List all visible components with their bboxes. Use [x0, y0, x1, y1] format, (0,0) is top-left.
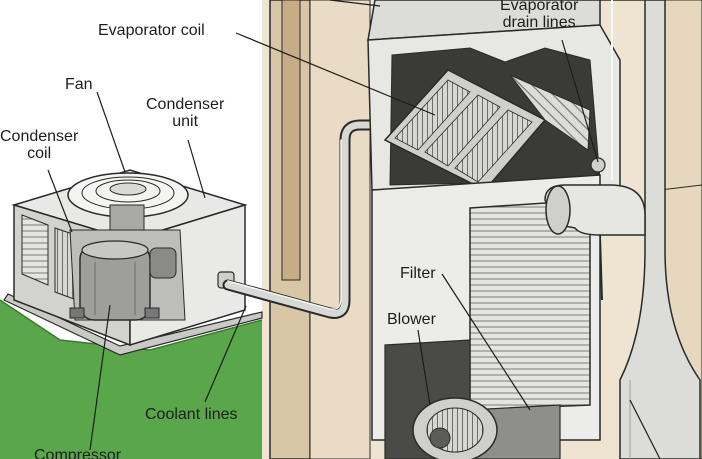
leader-top: [329, 0, 381, 7]
leader-lines: [47, 0, 661, 459]
leader-blower: [417, 329, 431, 406]
label-condenser-coil: Condenser coil: [0, 128, 79, 162]
label-evaporator-drain-lines: Evaporator drain lines: [500, 0, 579, 31]
leader-duct: [629, 399, 661, 459]
leader-coolant-lines: [204, 305, 247, 403]
duct-pipe: [544, 0, 701, 459]
leader-fan: [96, 91, 126, 173]
label-evaporator-coil: Evaporator coil: [98, 22, 205, 39]
leader-filter: [441, 273, 531, 411]
label-compressor: Compressor: [34, 447, 122, 459]
condenser-unit-drawing: [11, 169, 248, 347]
leader-drain-lines: [561, 39, 599, 163]
label-condenser-unit: Condenser unit: [146, 96, 225, 130]
leader-compressor: [89, 304, 111, 451]
filter-panel: [469, 199, 591, 411]
leader-condenser-coil: [47, 169, 73, 233]
grass: [0, 300, 262, 459]
furnace-cabinet: [367, 0, 621, 459]
leader-condenser-unit: [187, 139, 206, 199]
label-filter: Filter: [400, 265, 436, 282]
leader-evaporator-coil: [235, 32, 436, 116]
concrete-pad: [3, 293, 263, 356]
label-blower: Blower: [387, 311, 436, 328]
coolant-pipes: [222, 119, 406, 319]
label-coolant-lines: Coolant lines: [145, 406, 238, 423]
label-fan: Fan: [65, 76, 93, 93]
